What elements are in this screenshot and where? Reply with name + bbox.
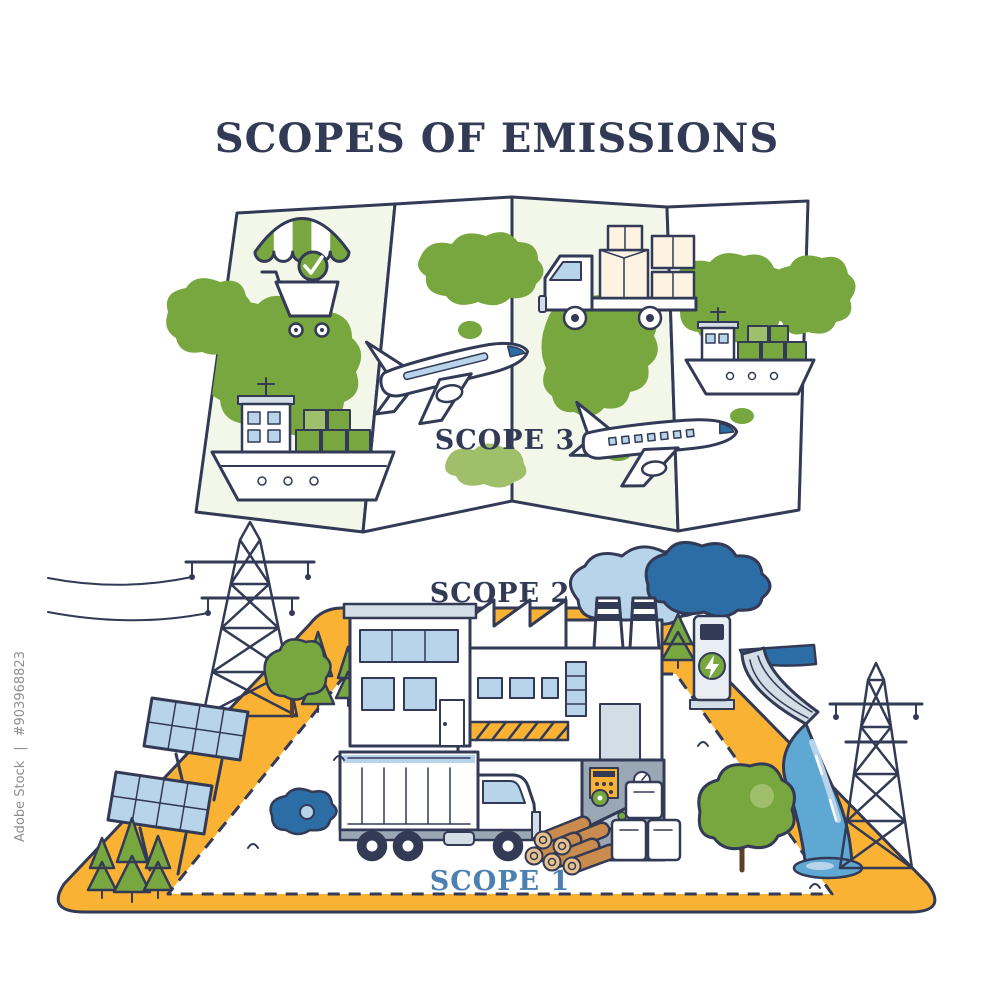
delivery-truck-with-boxes-icon: [538, 224, 698, 331]
ground-scene: SCOPE 2 SCOPE 1: [47, 520, 937, 914]
map-green-blob-left: [166, 278, 252, 355]
solar-panels-icon: [106, 696, 250, 876]
page-title: SCOPES OF EMISSIONS: [215, 115, 780, 162]
transmission-tower-right-icon: [828, 661, 924, 870]
power-lines: [47, 576, 209, 622]
round-tree-icon: [263, 638, 332, 718]
watermark-asset-id: #903968823: [13, 651, 28, 736]
deciduous-tree-icon: [697, 762, 796, 873]
hydroelectric-dam-icon: [738, 643, 864, 880]
office-building-icon: [342, 602, 478, 748]
transmission-tower-left-icon: [47, 520, 316, 718]
hazard-stripe-band: [468, 720, 570, 742]
scope2-label: SCOPE 2: [430, 578, 571, 609]
storage-boxes-icon: [610, 780, 682, 862]
pine-tree-icon: [660, 612, 696, 669]
ev-charging-station-icon: [689, 614, 735, 710]
scope1-label: SCOPE 1: [430, 866, 571, 897]
cargo-truck-icon: [338, 750, 541, 862]
watermark-brand: Adobe Stock: [13, 760, 28, 842]
map-green-blob-right: [770, 255, 856, 335]
scope3-label: SCOPE 3: [435, 425, 576, 456]
world-map-fold-icon: SCOPE 3: [166, 195, 856, 534]
timber-logs-icon: [524, 815, 619, 876]
passenger-airplane-icon: [568, 400, 739, 488]
blue-blob-icon: [269, 787, 338, 836]
cargo-airplane-icon: [365, 340, 530, 426]
container-ship-large-icon: [210, 377, 396, 502]
grass-ticks: [247, 741, 821, 889]
watermark-separator: |: [13, 746, 28, 750]
watermark-text: Adobe Stock | #903968823: [13, 651, 28, 842]
pine-trees-cluster-icon: [86, 816, 174, 903]
container-ship-icon: [684, 307, 816, 396]
factory-smokestacks-icon: [456, 596, 664, 762]
check-circle-icon: [297, 250, 329, 282]
